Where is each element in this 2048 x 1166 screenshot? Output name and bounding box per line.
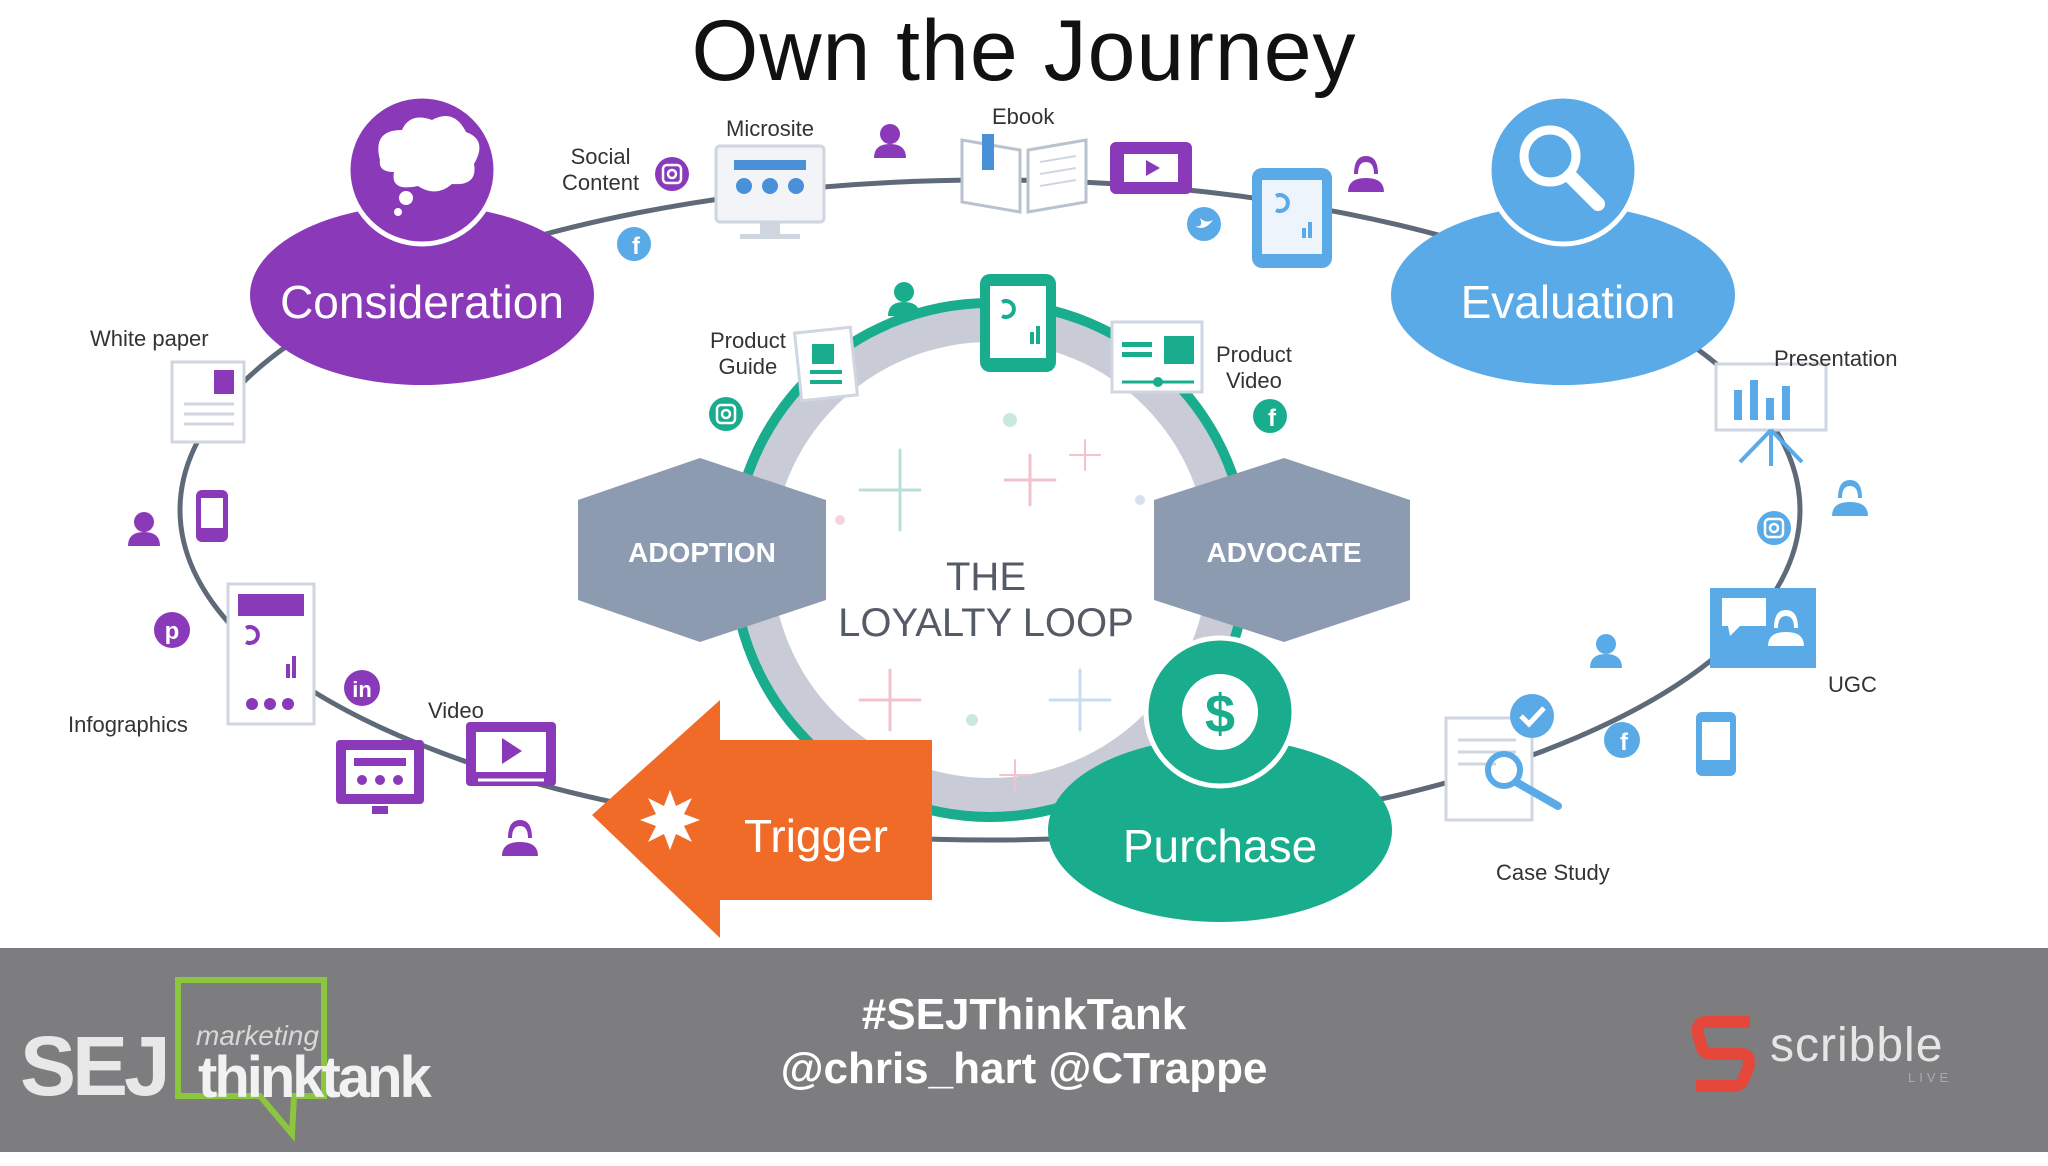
footer-handles: @chris_hart @CTrappe bbox=[780, 1044, 1268, 1093]
loyalty-loop-line1: THE bbox=[946, 555, 1026, 599]
label-ugc: UGC bbox=[1828, 672, 1877, 697]
tablet-icon bbox=[1252, 168, 1332, 268]
label-case-study: Case Study bbox=[1496, 860, 1610, 885]
thinktank-logo-mark: marketing bbox=[196, 1020, 319, 1051]
label-social-content-line1: Social bbox=[570, 144, 631, 169]
label-product-guide-line1: Product bbox=[710, 328, 786, 353]
facebook-icon: f bbox=[1604, 722, 1640, 758]
linkedin-icon: in bbox=[344, 670, 380, 706]
label-product-guide-line2: Guide bbox=[718, 354, 778, 379]
label-video: Video bbox=[428, 698, 484, 723]
stage-evaluation: Evaluation bbox=[1461, 276, 1676, 328]
stage-advocate: ADVOCATE bbox=[1206, 537, 1361, 568]
presentation-icon bbox=[1714, 362, 1828, 466]
phone-icon bbox=[1696, 712, 1736, 776]
person-icon bbox=[128, 512, 160, 546]
chat-icon bbox=[1710, 588, 1816, 668]
pinterest-icon: p bbox=[154, 612, 190, 648]
label-product-video-line2: Video bbox=[1225, 368, 1282, 393]
footer-hashtag: #SEJThinkTank bbox=[861, 990, 1187, 1039]
person-icon bbox=[1348, 156, 1384, 192]
document-icon bbox=[226, 582, 316, 726]
person-icon bbox=[502, 820, 538, 856]
scribble-logo: scribble bbox=[1770, 1019, 1944, 1072]
burst-icon bbox=[640, 790, 700, 850]
twitter-icon bbox=[1187, 207, 1221, 241]
person-icon bbox=[888, 282, 920, 316]
svg-text:p: p bbox=[165, 618, 180, 645]
adoption-hexagon bbox=[578, 458, 826, 642]
dollar-icon: $ bbox=[1205, 684, 1235, 744]
magnifier-icon bbox=[1519, 125, 1605, 211]
person-icon bbox=[1590, 634, 1622, 668]
checkmark-icon bbox=[1510, 694, 1554, 738]
sej-logo: SEJ bbox=[20, 1019, 171, 1113]
facebook-icon: f bbox=[1253, 399, 1287, 433]
stage-trigger: Trigger bbox=[744, 810, 888, 862]
loyalty-ring bbox=[728, 298, 1252, 822]
footer-bar: SEJ marketing thinktank #SEJThinkTank @c… bbox=[0, 948, 2048, 1152]
diagram-stage: Own the Journey bbox=[68, 3, 1898, 938]
label-ebook: Ebook bbox=[992, 104, 1055, 129]
facebook-icon: f bbox=[617, 227, 651, 261]
label-product-guide: Product Guide bbox=[710, 328, 786, 380]
evaluation-shape bbox=[1391, 93, 1735, 385]
label-social-content: Social Content bbox=[562, 144, 639, 196]
label-microsite: Microsite bbox=[726, 116, 815, 141]
document-icon bbox=[1444, 716, 1562, 822]
video-icon bbox=[1110, 320, 1204, 394]
monitor-icon bbox=[336, 740, 424, 814]
phone-icon bbox=[196, 490, 228, 542]
advocate-hexagon bbox=[1154, 458, 1410, 642]
stage-consideration: Consideration bbox=[280, 276, 564, 328]
tablet-icon bbox=[980, 274, 1056, 372]
label-product-video: Product Video bbox=[1216, 342, 1292, 394]
video-icon bbox=[466, 722, 556, 786]
scribble-s-icon bbox=[1692, 1016, 1755, 1092]
consideration-shape bbox=[250, 93, 594, 385]
thought-bubble-icon bbox=[378, 116, 480, 216]
svg-text:in: in bbox=[352, 677, 372, 702]
svg-text:f: f bbox=[632, 233, 641, 260]
purchase-shape: $ bbox=[1048, 635, 1392, 922]
person-icon bbox=[874, 124, 906, 158]
trigger-arrow bbox=[592, 700, 932, 938]
book-icon bbox=[960, 134, 1088, 214]
page-title: Own the Journey bbox=[691, 3, 1357, 99]
svg-text:f: f bbox=[1620, 729, 1629, 756]
stage-adoption: ADOPTION bbox=[628, 537, 776, 568]
thinktank-logo-name: thinktank bbox=[198, 1045, 432, 1110]
label-presentation: Presentation bbox=[1774, 346, 1898, 371]
video-icon bbox=[1110, 142, 1192, 194]
microsite-monitor-icon bbox=[714, 144, 826, 239]
label-product-video-line1: Product bbox=[1216, 342, 1292, 367]
document-icon bbox=[792, 325, 860, 403]
journey-diagram: $ bbox=[128, 93, 1868, 938]
instagram-icon bbox=[655, 157, 689, 191]
instagram-icon bbox=[709, 397, 743, 431]
scribble-logo-sub: LIVE bbox=[1908, 1070, 1953, 1085]
label-infographics: Infographics bbox=[68, 712, 188, 737]
document-icon bbox=[170, 360, 246, 444]
label-white-paper: White paper bbox=[90, 326, 209, 351]
stage-purchase: Purchase bbox=[1123, 820, 1317, 872]
svg-text:f: f bbox=[1268, 405, 1277, 432]
person-icon bbox=[1832, 480, 1868, 516]
label-social-content-line2: Content bbox=[562, 170, 640, 195]
instagram-icon bbox=[1757, 511, 1791, 545]
thinktank-frame-icon bbox=[175, 977, 327, 1142]
loyalty-loop-line2: LOYALTY LOOP bbox=[838, 601, 1134, 645]
